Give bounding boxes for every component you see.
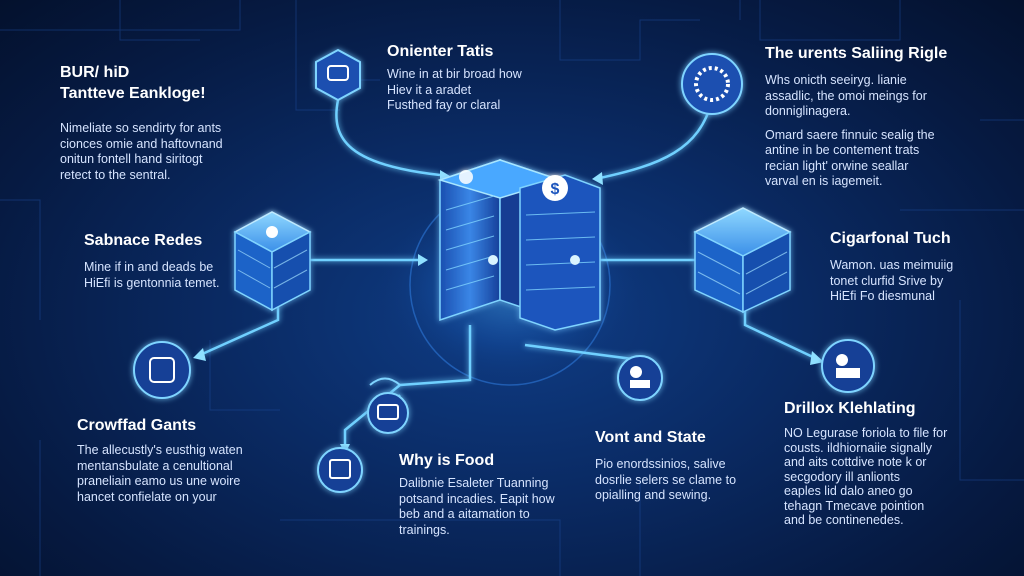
bottom-center-right-block: Vont and State Pio enordssinios, salive … xyxy=(595,428,770,504)
top-right-line: Omard saere finnuic sealig the xyxy=(765,127,935,142)
mid-left-block: Sabnace Redes Mine if in and deads be Hi… xyxy=(84,231,224,291)
bottom-center-left-title: Why is Food xyxy=(399,452,495,469)
intro-line: retect to the sentral. xyxy=(60,167,171,182)
mid-right-line: Wamon. uas meimuiig xyxy=(830,258,954,272)
bottom-right-line: secgodory ill anlionts xyxy=(784,469,901,484)
bottom-left-block: Crowffad Gants The allecustly's eusthig … xyxy=(77,416,287,505)
bottom-center-left-line: trainings. xyxy=(399,522,450,537)
top-right-line: assadlic, the omoi meings for xyxy=(765,88,927,103)
intro-line: onitun fontell hand siritogt xyxy=(60,152,203,166)
bottom-right-title: Drillox Klehlating xyxy=(784,400,916,417)
intro-title-2: Tantteve Eankloge! xyxy=(60,85,206,102)
robot-icon xyxy=(133,341,191,399)
mid-right-line: HiEfi Fo diesmunal xyxy=(830,289,935,303)
bottom-center-right-line: opialling and sewing. xyxy=(595,488,712,502)
left-server-cube xyxy=(233,211,312,312)
mid-left-line: HiEfi is gentonnia temet. xyxy=(84,275,220,290)
intro-block: BUR/ hiD Tantteve Eankloge! Nimeliate so… xyxy=(60,63,260,183)
bottom-left-line: hancet confielate on your xyxy=(77,489,217,504)
bottom-center-right-line: dosrlie selers se clame to xyxy=(595,472,737,487)
top-right-line: antine in be contement trats xyxy=(765,143,920,157)
bottom-left-line: praneliain eamo us une woire xyxy=(77,474,241,488)
mid-left-line: Mine if in and deads be xyxy=(84,260,214,274)
top-right-line: donniglinagera. xyxy=(765,104,851,118)
top-center-line: Hiev it a aradet xyxy=(387,82,472,97)
mid-right-title: Cigarfonal Tuch xyxy=(830,230,951,247)
mid-left-title: Sabnace Redes xyxy=(84,232,203,249)
bottom-right-block: Drillox Klehlating NO Legurase foriola t… xyxy=(784,399,984,528)
bottom-center-left-line: Dalibnie Esaleter Tuanning xyxy=(399,476,549,490)
intro-line: Nimeliate so sendirty for ants xyxy=(60,121,222,135)
bottom-right-line: eaples lid dalo aneo go xyxy=(784,484,913,498)
top-right-line: Whs onicth seeiryg. lianie xyxy=(765,73,907,87)
top-right-block: The urents Saliing Rigle Whs onicth seei… xyxy=(765,44,985,190)
right-server-cube xyxy=(693,207,792,314)
bottom-center-left-line: beb and a aitamation to xyxy=(399,507,530,521)
mid-right-block: Cigarfonal Tuch Wamon. uas meimuiig tone… xyxy=(830,229,990,305)
tag-icon xyxy=(317,447,363,493)
top-right-line: recian light' orwine seallar xyxy=(765,158,909,173)
bottom-left-line: The allecustly's eusthig waten xyxy=(77,443,243,457)
router-icon xyxy=(315,48,361,102)
intro-title-1: BUR/ hiD xyxy=(60,64,130,81)
mid-right-line: tonet clurfid Srive by xyxy=(830,273,944,288)
bottom-center-left-line: potsand incadies. Eapit how xyxy=(399,491,555,506)
usage-icon xyxy=(821,339,875,393)
top-right-title: The urents Saliing Rigle xyxy=(765,45,948,62)
bottom-right-line: tehagn Tmecave pointion xyxy=(784,498,925,513)
top-center-block: Onienter Tatis Wine in at bir broad how … xyxy=(387,42,557,114)
bottom-center-right-title: Vont and State xyxy=(595,429,706,446)
svg-text:$: $ xyxy=(551,181,560,198)
top-center-line: Fusthed fay or claral xyxy=(387,98,501,112)
bottom-right-line: NO Legurase foriola to file for xyxy=(784,426,948,440)
bottom-left-title: Crowffad Gants xyxy=(77,417,197,434)
top-right-line: varval en is iagemeit. xyxy=(765,174,883,188)
intro-line: cionces omie and haftovnand xyxy=(60,136,223,151)
bottom-right-line: and be continenedes. xyxy=(784,513,904,527)
bottom-right-line: cousts. ildhiornaiie signally xyxy=(784,440,932,455)
bottom-center-right-line: Pio enordssinios, salive xyxy=(595,457,726,471)
central-server-tower: $ xyxy=(437,158,601,331)
bottom-right-line: and aits cottdive note k or xyxy=(784,455,927,469)
bottom-center-left-block: Why is Food Dalibnie Esaleter Tuanning p… xyxy=(399,451,574,538)
top-center-title: Onienter Tatis xyxy=(387,43,494,60)
display-icon xyxy=(367,392,409,434)
bottom-left-line: mentansbulate a cenultional xyxy=(77,458,233,473)
ring-icon xyxy=(681,53,743,115)
top-center-line: Wine in at bir broad how xyxy=(387,67,522,81)
vote-icon xyxy=(617,355,663,401)
